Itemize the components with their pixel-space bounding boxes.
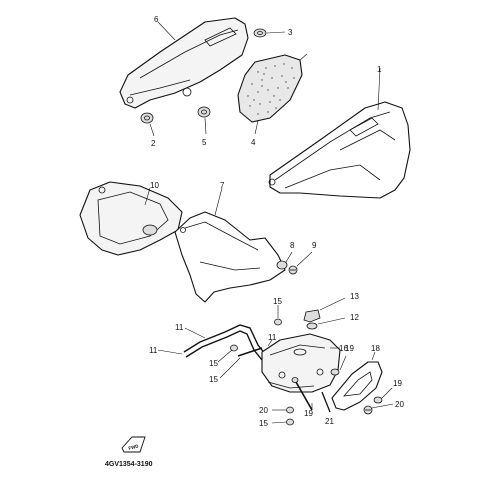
leader-2: [149, 123, 155, 137]
callout-20: 18: [371, 344, 380, 353]
clip-part-16: [230, 344, 238, 352]
callout-4: 4: [251, 138, 256, 147]
bolt-part-24: [321, 391, 331, 413]
callout-2: 2: [151, 139, 156, 148]
grommet-part-19-upper: [330, 368, 340, 376]
callout-13: 12: [350, 313, 359, 322]
callout-23: 20: [259, 406, 268, 415]
leader-20: [371, 351, 376, 361]
seal-part-13: [306, 322, 318, 330]
cap-part-14: [303, 309, 321, 323]
clip-part-15-upper: [274, 318, 282, 326]
leader-9: [296, 251, 313, 267]
callout-7: 7: [220, 181, 225, 190]
callout-21: 20: [395, 400, 404, 409]
guard-part-20: [331, 361, 383, 411]
callout-8: 8: [290, 241, 295, 250]
callout-1: 1: [377, 65, 382, 74]
callout-18: 16: [339, 344, 348, 353]
callout-15-lower: 15: [259, 419, 268, 428]
screw-part-9: [288, 265, 298, 275]
clip-part-15-lower: [286, 418, 294, 426]
oil-tank-part-18: [261, 333, 341, 393]
leader-11-right: [267, 339, 273, 347]
leader-4-top: [299, 53, 308, 61]
hose-part-17: [237, 347, 263, 357]
grommet-part-5: [197, 106, 211, 118]
leader-1: [377, 67, 381, 111]
callout-14: 13: [350, 292, 359, 301]
leader-8: [285, 251, 293, 263]
callout-5: 5: [202, 138, 207, 147]
leader-16: [217, 349, 233, 363]
callout-15-upper: 15: [273, 297, 282, 306]
leader-15-lower: [271, 421, 287, 424]
callout-24: 21: [325, 417, 334, 426]
callout-3: 3: [288, 28, 293, 37]
leader-11-left: [157, 349, 183, 355]
leader-19-lower: [381, 387, 393, 399]
screw-part-21: [363, 405, 373, 415]
leader-13: [317, 317, 346, 325]
leader-12: [184, 327, 206, 339]
lower-cover-part-7: [174, 211, 286, 303]
callout-12: 11: [175, 323, 184, 332]
leader-3: [266, 31, 286, 34]
callout-19-lower: 19: [393, 379, 402, 388]
callout-9: 9: [312, 241, 317, 250]
callout-6: 6: [154, 15, 159, 24]
callout-17: 15: [209, 375, 218, 384]
leader-10: [144, 187, 151, 206]
callout-11-right: 11: [268, 333, 277, 342]
leader-5: [204, 117, 207, 135]
grommet-part-19-lower: [373, 396, 383, 404]
bracket-part-10: [79, 181, 183, 256]
callout-22: 19: [304, 409, 313, 418]
grommet-part-2: [140, 112, 154, 124]
leader-14: [319, 297, 346, 311]
callout-10: 10: [150, 181, 159, 190]
grommet-part-3: [253, 28, 267, 38]
leader-7: [214, 187, 223, 216]
bolt-part-22: [291, 377, 313, 411]
front-mark-label: FWD: [128, 443, 140, 451]
foam-pad-part-4: [237, 54, 303, 123]
collar-part-8: [276, 260, 288, 270]
leader-19-upper: [339, 355, 347, 371]
leader-17: [219, 357, 241, 379]
callout-16: 15: [209, 359, 218, 368]
leader-4: [254, 120, 259, 135]
leader-6: [157, 21, 176, 41]
leader-21: [371, 403, 394, 409]
diagram-code: 4GV1354-3190: [105, 461, 153, 468]
callout-11-left: 11: [149, 346, 158, 355]
side-cover-part-1: [268, 101, 411, 199]
washer-part-23: [286, 406, 294, 414]
front-direction-arrow: FWD: [121, 436, 146, 453]
side-cover-bracket-part-6: [119, 17, 249, 109]
hose-part-12: [183, 324, 267, 361]
callout-19-upper: 19: [345, 344, 354, 353]
